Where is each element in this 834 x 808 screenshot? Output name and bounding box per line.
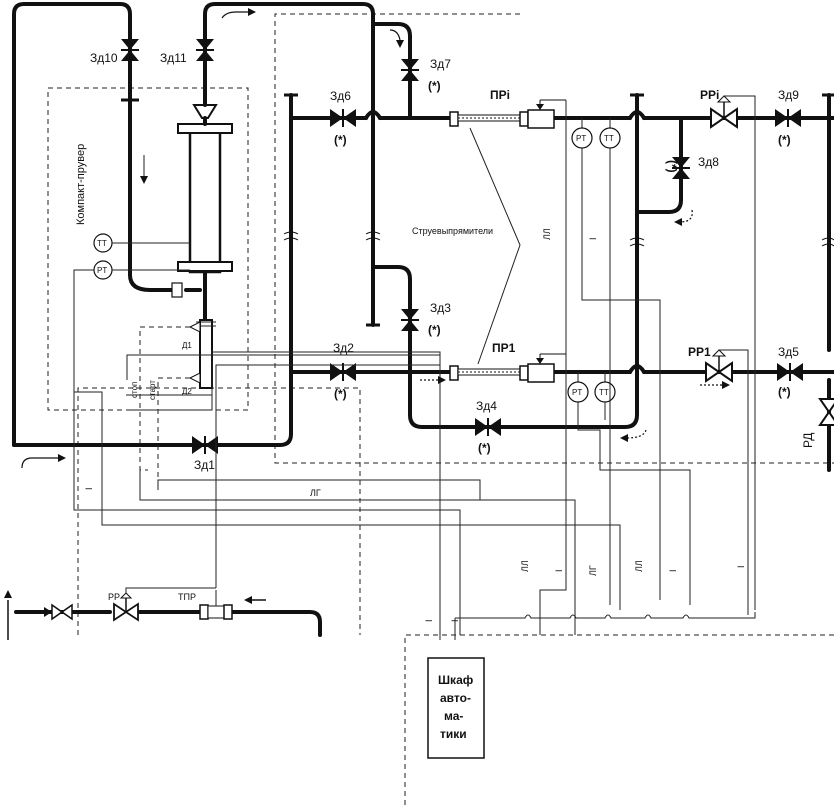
sig-mark: I	[736, 565, 746, 568]
cabinet-label-1: Шкаф	[438, 673, 474, 687]
label-zd5: Зд5	[778, 345, 799, 359]
sig-mark: ЛЛ	[542, 228, 552, 240]
label-prover-tt: TT	[97, 239, 107, 248]
valve-inlet	[51, 603, 73, 621]
label-zd3-star: (*)	[428, 323, 441, 337]
valve-zd4	[475, 418, 501, 436]
flowmeter-tpr	[199, 590, 233, 620]
prover-cylinder	[188, 130, 222, 274]
sig-mark: I	[668, 569, 678, 572]
cabinet-label-3: ма-	[444, 709, 463, 723]
label-zd8: Зд8	[698, 155, 719, 169]
label-zd4-star: (*)	[478, 441, 491, 455]
label-zd6: Зд6	[330, 89, 351, 103]
sig-mark: I	[424, 619, 434, 622]
control-valve-rd	[818, 398, 834, 426]
label-pri-top: ПРi	[490, 88, 510, 102]
flowmeter-pr1	[449, 353, 566, 383]
cabinet-label-4: тики	[440, 727, 467, 741]
sig-mark: I	[450, 619, 460, 622]
pipe-zd11-top	[203, 2, 375, 102]
label-zd9: Зд9	[778, 88, 799, 102]
automation-cabinet	[427, 657, 485, 759]
label-start: старт	[148, 380, 157, 400]
instruments-lower	[567, 372, 616, 403]
sig-mark: ЛЛ	[520, 560, 530, 572]
label-upper-pt: PT	[576, 134, 586, 143]
label-zd9-star: (*)	[778, 133, 791, 147]
label-zd7-star: (*)	[428, 79, 441, 93]
label-lower-tt: TT	[599, 388, 609, 397]
label-zd8-star: (*)	[665, 160, 679, 173]
pipe-left-riser	[12, 2, 132, 447]
valve-zd1	[192, 436, 218, 454]
control-valve-rr	[113, 592, 139, 622]
valve-zd8	[672, 157, 690, 179]
label-d2: Д2	[182, 387, 192, 396]
cabinet-label-2: авто-	[440, 691, 471, 705]
pipe-zd3-branch	[371, 265, 412, 374]
label-pr1: ПР1	[492, 341, 516, 355]
label-zd7: Зд7	[430, 57, 451, 71]
sig-mark: I	[84, 487, 94, 490]
label-prover-pt: PT	[97, 266, 107, 275]
label-zd5-star: (*)	[778, 385, 791, 399]
label-zd1: Зд1	[194, 458, 215, 472]
label-zd2-star: (*)	[334, 387, 347, 401]
label-zd11: Зд11	[160, 51, 187, 65]
sig-mark: ЛГ	[588, 565, 598, 576]
main-unit-box	[274, 13, 834, 464]
label-d1: Д1	[182, 341, 192, 350]
valve-zd2	[330, 363, 356, 381]
arrow-inlet-up	[4, 590, 12, 640]
sig-mark: ЛГ	[310, 488, 321, 498]
label-zd6-star: (*)	[334, 133, 347, 147]
valve-zd5	[777, 363, 803, 381]
label-zd2: Зд2	[333, 341, 354, 355]
pipe-zd7	[371, 22, 412, 120]
inlet-unit-box	[77, 387, 361, 635]
label-upper-tt: TT	[604, 134, 614, 143]
label-stop: стоп	[130, 382, 139, 398]
flowmeter-pri	[449, 99, 566, 129]
valve-zd10	[121, 39, 139, 61]
control-valve-rr1	[705, 349, 733, 383]
label-zd10: Зд10	[90, 51, 118, 65]
valve-zd11	[196, 39, 214, 61]
label-rd: РД	[801, 433, 815, 448]
label-compact-prover: Компакт-прувер	[75, 144, 87, 225]
cabinet-box	[404, 634, 834, 808]
label-lower-pt: PT	[572, 388, 582, 397]
pipe-zd8	[635, 116, 683, 214]
valve-zd9	[775, 109, 801, 127]
label-tpr: ТПР	[178, 592, 196, 602]
label-rr1: РР1	[688, 345, 711, 359]
label-zd4: Зд4	[476, 399, 497, 413]
instruments-upper	[571, 118, 621, 149]
sig-mark: I	[554, 569, 564, 572]
pipe-bottom-zd1	[12, 93, 293, 447]
label-rri: РРi	[700, 88, 719, 102]
valve-zd7	[401, 59, 419, 81]
sig-mark: I	[588, 237, 598, 240]
label-zd3: Зд3	[430, 301, 451, 315]
sig-mark: ЛЛ	[634, 560, 644, 572]
valve-zd6	[330, 109, 356, 127]
pipe-zd4	[408, 210, 639, 429]
label-straighteners: Струевыпрямители	[412, 226, 493, 236]
valve-zd3	[401, 309, 419, 331]
control-valve-rri	[710, 95, 738, 129]
label-rr: РР	[108, 592, 120, 602]
